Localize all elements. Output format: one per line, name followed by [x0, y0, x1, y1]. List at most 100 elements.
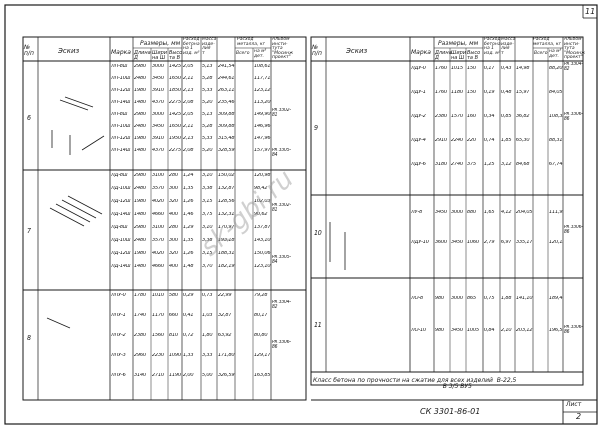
value-cell: 4660 [152, 212, 165, 217]
value-cell: 88,20 [549, 66, 563, 71]
value-cell: 0,72 [183, 333, 194, 338]
value-cell: 1480 [134, 148, 147, 153]
value-cell: 98,42 [254, 186, 268, 191]
mark-cell: ЛП-14ш [111, 100, 131, 105]
value-cell: 1850 [169, 88, 182, 93]
mark-cell: ЛП-10ш [111, 124, 131, 129]
value-cell: 1,35 [183, 238, 194, 243]
value-cell: 2710 [152, 373, 165, 378]
value-cell: 2910 [435, 138, 448, 143]
value-cell: 3450 [152, 124, 165, 129]
value-cell: 80,17 [254, 313, 268, 318]
value-cell: 2,05 [183, 64, 194, 69]
sketch-block-ldu [335, 70, 405, 113]
left-mark-header: Марка [111, 49, 131, 56]
value-cell: 150 [467, 90, 477, 95]
right-dim-len-header: Длина Д [435, 50, 452, 61]
value-cell: 141,10 [516, 296, 533, 301]
value-cell: 1760 [435, 66, 448, 71]
value-cell: 1760 [435, 90, 448, 95]
value-cell: 5,13 [202, 112, 213, 117]
value-cell: 3,70 [202, 264, 213, 269]
mark-cell: ЛПУ-0 [111, 293, 126, 298]
value-cell: 108,32 [549, 114, 563, 119]
value-cell: 2,11 [183, 124, 194, 129]
right-dims-header: Размеры, мм [438, 40, 479, 47]
value-cell: 4,12 [501, 210, 512, 215]
value-cell: 3100 [152, 225, 165, 230]
value-cell: 5,20 [202, 100, 213, 105]
row-group-number: 7 [27, 228, 31, 235]
value-cell: 182,19 [218, 264, 235, 269]
mark-cell: ЛУ-8 [411, 210, 423, 215]
album-ref: РК 3302- 81 [272, 203, 291, 213]
value-cell: 2480 [134, 76, 147, 81]
value-cell: 32,87 [218, 313, 232, 318]
value-cell: 0,75 [484, 296, 495, 301]
value-cell: 1980 [134, 88, 147, 93]
mark-cell: ЛДУ-6 [411, 162, 426, 167]
value-cell: 3910 [152, 88, 165, 93]
right-steel-header: Расход металла, кг [533, 37, 561, 47]
value-cell: 980 [435, 328, 445, 333]
value-cell: 1480 [134, 100, 147, 105]
value-cell: 3,10 [202, 225, 213, 230]
mark-cell: ЛДУ-0 [411, 66, 426, 71]
value-cell: 123,10 [254, 264, 271, 269]
mark-cell: ЛПУ-2 [111, 333, 126, 338]
value-cell: 22,99 [218, 293, 232, 298]
row-group-number: 10 [314, 230, 322, 237]
value-cell: 128,56 [218, 199, 235, 204]
value-cell: 137,87 [254, 225, 271, 230]
value-cell: 3600 [435, 240, 448, 245]
value-cell: 3450 [435, 210, 448, 215]
value-cell: 1,26 [183, 251, 194, 256]
value-cell: 150,02 [218, 173, 235, 178]
value-cell: 143,10 [254, 238, 271, 243]
value-cell: 196,51 [549, 328, 563, 333]
value-cell: 3570 [152, 238, 165, 243]
value-cell: 1650 [169, 124, 182, 129]
value-cell: 320 [169, 251, 179, 256]
value-cell: 309,88 [218, 124, 235, 129]
value-cell: 132,87 [218, 186, 235, 191]
value-cell: 2,13 [183, 88, 194, 93]
value-cell: 0,73 [202, 293, 213, 298]
value-cell: 4020 [152, 251, 165, 256]
value-cell: 1950 [169, 136, 182, 141]
value-cell: 4370 [152, 100, 165, 105]
value-cell: 84,05 [549, 90, 563, 95]
album-ref: РК 3306- 86 [272, 340, 291, 350]
value-cell: 65,30 [516, 138, 530, 143]
sketch-block-lp [51, 96, 105, 155]
right-conc-header: Расход бетона на 1 изд. м³ [484, 37, 501, 56]
value-cell: 0,43 [501, 66, 512, 71]
value-cell: 1,88 [501, 296, 512, 301]
mark-cell: ЛДУ-10 [411, 240, 429, 245]
value-cell: 1560 [152, 333, 165, 338]
value-cell: 150,06 [254, 251, 271, 256]
value-cell: 263,11 [218, 88, 235, 93]
mark-cell: ЛД-8ш [111, 173, 128, 178]
value-cell: 1190 [169, 373, 182, 378]
value-cell: 2,10 [501, 328, 512, 333]
mark-cell: ЛПУ-3 [111, 353, 126, 358]
mark-cell: ЛД-14ш [111, 264, 131, 269]
value-cell: 204,05 [516, 210, 533, 215]
value-cell: 1,25 [484, 162, 495, 167]
left-steel-header: Расход металла, кг [237, 37, 265, 47]
value-cell: 67,74 [549, 162, 563, 167]
value-cell: 580 [169, 293, 179, 298]
value-cell: 170,97 [218, 225, 235, 230]
value-cell: 309,88 [218, 112, 235, 117]
value-cell: 3450 [451, 240, 464, 245]
value-cell: 3450 [451, 328, 464, 333]
value-cell: 1180 [451, 90, 464, 95]
value-cell: 0,85 [501, 114, 512, 119]
value-cell: 123,12 [254, 88, 271, 93]
left-sketch-header: Эскиз [58, 47, 80, 55]
value-cell: 2480 [134, 238, 147, 243]
album-ref: РК 3302- 81 [272, 108, 291, 118]
value-cell: 2,00 [183, 373, 194, 378]
value-cell: 326,59 [218, 373, 235, 378]
